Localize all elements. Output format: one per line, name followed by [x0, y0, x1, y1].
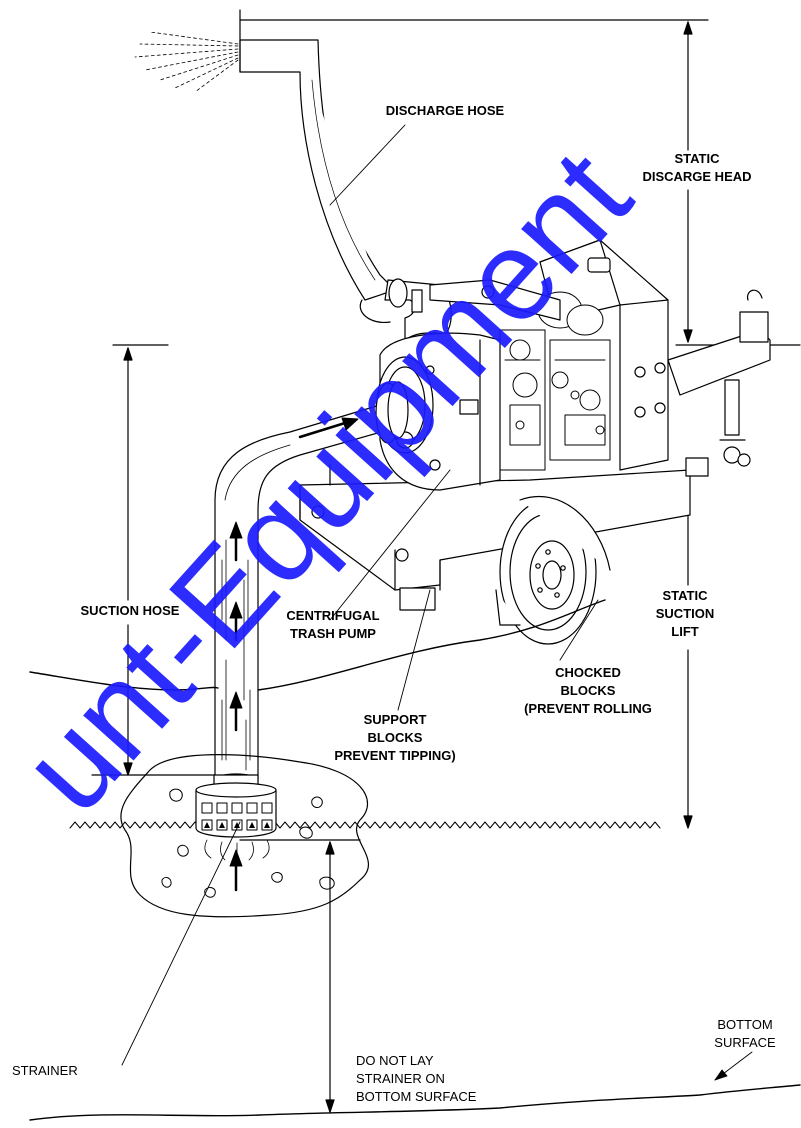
strainer — [195, 773, 277, 862]
chocked-blocks-label: CHOCKED BLOCKS (PREVENT ROLLING — [524, 665, 652, 716]
suction-hose-label: SUCTION HOSE — [80, 603, 180, 618]
water-pond — [120, 754, 369, 918]
strainer-label: STRAINER — [12, 1063, 78, 1078]
water-spray — [134, 31, 239, 93]
strainer-clearance-dimension — [239, 839, 361, 1113]
static-discharge-head-label: STATIC DISCARGE HEAD — [642, 151, 752, 184]
trailer-frame — [299, 457, 709, 611]
discharge-hose — [239, 39, 396, 324]
centrifugal-trash-pump-label: CENTRIFUGAL TRASH PUMP — [286, 608, 380, 641]
bottom-surface-label: BOTTOM SURFACE — [714, 1017, 776, 1050]
static-suction-lift-label: STATIC SUCTION LIFT — [655, 588, 715, 639]
trailer-tongue — [667, 289, 771, 467]
static-suction-lift-dimension — [683, 484, 693, 829]
lifting-bail — [429, 279, 561, 321]
wheel — [495, 495, 611, 645]
bottom-surface-line — [29, 1084, 801, 1121]
leader-lines — [121, 124, 753, 1081]
engine-components — [499, 291, 611, 471]
flow-arrows — [229, 417, 359, 892]
discharge-hose-label: DISCHARGE HOSE — [385, 103, 505, 118]
support-blocks-label: SUPPORT BLOCKS PREVENT TIPPING) — [334, 712, 456, 763]
water-surface-line — [29, 599, 606, 691]
suction-hose-dimension — [91, 344, 216, 776]
pond-pebbles — [161, 788, 335, 898]
suction-flange — [375, 381, 409, 444]
do-not-lay-label: DO NOT LAY STRAINER ON BOTTOM SURFACE — [356, 1053, 477, 1104]
ground-line — [69, 821, 661, 829]
